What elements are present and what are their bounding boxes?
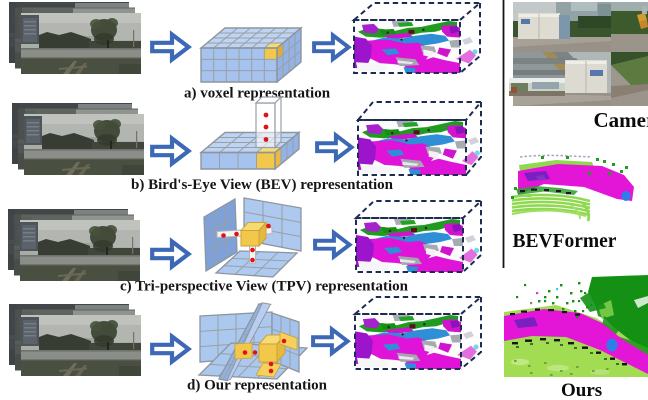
svg-text:a) voxel representation: a) voxel representation: [184, 86, 331, 102]
svg-text:c) Tri-perspective View (TPV): c) Tri-perspective View (TPV) representa…: [120, 279, 409, 295]
svg-text:d) Our representation: d) Our representation: [187, 378, 328, 394]
svg-text:b) Bird's-Eye View (BEV) repre: b) Bird's-Eye View (BEV) representation: [131, 177, 394, 193]
svg-text:Ours: Ours: [561, 380, 602, 400]
svg-text:Cameras: Cameras: [594, 108, 648, 132]
svg-text:BEVFormer: BEVFormer: [513, 231, 617, 252]
